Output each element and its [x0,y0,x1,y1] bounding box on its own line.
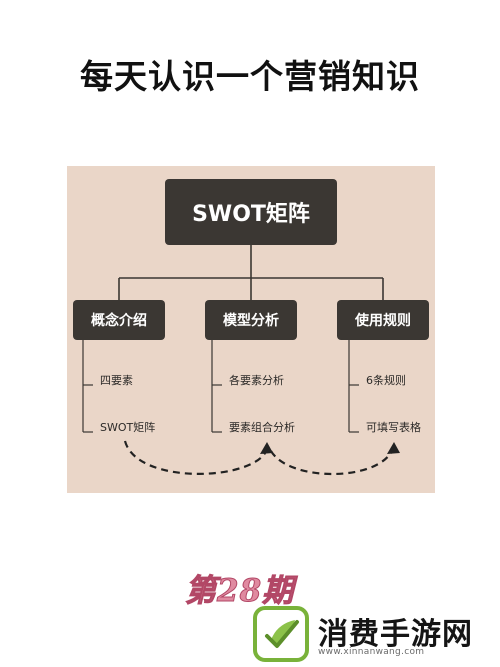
leaf-item: 可填写表格 [366,421,421,434]
swot-diagram: SWOT矩阵 概念介绍 模型分析 使用规则 四要素 SWOT矩阵 各要素分析 要… [67,166,435,493]
leaf-item: 6条规则 [366,374,406,387]
root-node: SWOT矩阵 [165,179,337,245]
issue-number: 第28期 [184,573,295,610]
category-node-rules: 使用规则 [337,300,429,340]
leaf-item: 四要素 [100,374,133,387]
leaf-item: SWOT矩阵 [100,421,156,434]
watermark-brand: 消费手游网 [318,617,473,652]
diagram-connectors [82,245,400,476]
leaf-item: 要素组合分析 [229,421,295,434]
category-node-concept: 概念介绍 [73,300,165,340]
leaf-item: 各要素分析 [229,374,284,387]
watermark-url: www.xinnanwang.com [318,647,425,657]
category-node-model: 模型分析 [205,300,297,340]
leaf-check-icon [253,606,309,662]
page-title: 每天认识一个营销知识 [80,57,420,96]
